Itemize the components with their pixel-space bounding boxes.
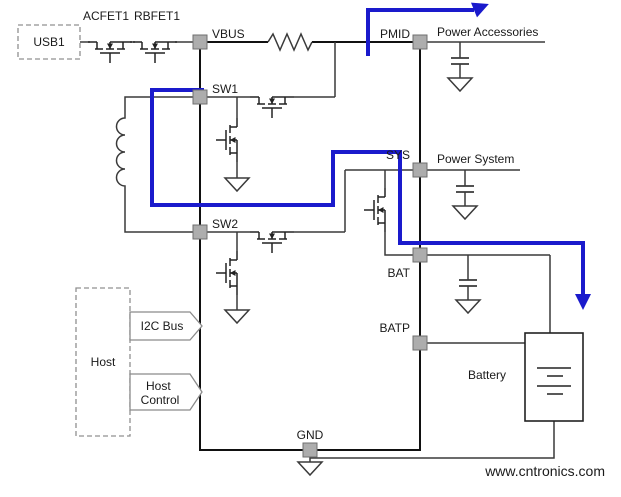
power-path-arrow-up-right-icon: [471, 2, 489, 18]
components: [87, 41, 584, 476]
pin-bat: [412, 247, 428, 263]
i2c-bus-tag: [129, 311, 203, 341]
power-path-arrow-down-icon: [575, 294, 591, 310]
pin-label-pmid: PMID: [380, 27, 410, 41]
ground-symbol-icon: [224, 309, 250, 324]
wire-sw1: [207, 42, 336, 98]
pin-sw2: [192, 224, 208, 240]
wire-pmid-output: [427, 41, 545, 78]
watermark-text: www.cntronics.com: [484, 463, 605, 479]
pin-sw1: [192, 89, 208, 105]
pin-label-sw2: SW2: [212, 217, 238, 231]
battery-cell: [524, 332, 584, 422]
boost-highside-mosfet-icon: [249, 231, 295, 254]
wire-battery-gnd-return: [309, 421, 555, 462]
power-path-charge-line: [150, 88, 585, 294]
power-system-label: Power System: [437, 152, 514, 166]
wire-batfet-to-bat: [384, 170, 413, 256]
pin-label-gnd: GND: [297, 428, 324, 442]
power-path-accessories-line: [366, 8, 474, 56]
batfet-mosfet-icon: [363, 187, 386, 233]
battery-label: Battery: [468, 368, 506, 382]
ground-symbol-icon: [447, 77, 473, 92]
boost-lowside-mosfet-icon: [215, 250, 238, 296]
host-label: Host: [91, 355, 116, 369]
host-control-label: Host Control: [141, 379, 180, 407]
battery-plates-icon: [537, 367, 571, 395]
buck-lowside-mosfet-icon: [215, 117, 238, 163]
external-blocks: [17, 24, 203, 437]
wire-bat-to-battery: [427, 254, 551, 333]
pin-pmid: [412, 34, 428, 50]
acfet-label: ACFET1: [83, 9, 129, 23]
pin-label-batp: BATP: [380, 321, 410, 335]
pin-batp: [412, 335, 428, 351]
ground-symbol-icon: [452, 205, 478, 220]
buck-highside-mosfet-icon: [249, 96, 295, 119]
acfet-mosfet-icon: [87, 41, 133, 64]
battery-box: [524, 332, 584, 422]
pin-label-sys: SYS: [386, 148, 410, 162]
rbfet-label: RBFET1: [134, 9, 180, 23]
power-path-highlight: [150, 2, 591, 310]
host-control-tag: [129, 373, 203, 411]
pin-gnd: [302, 442, 318, 458]
wire-sys-output: [427, 169, 520, 206]
pin-label-sw1: SW1: [212, 82, 238, 96]
pmid-capacitor-icon: [450, 57, 470, 65]
rbfet-mosfet-icon: [132, 41, 178, 64]
ground-symbol-icon: [297, 461, 323, 476]
ground-symbol-icon: [224, 177, 250, 192]
pin-label-vbus: VBUS: [212, 27, 245, 41]
labels: USB1 ACFET1 RBFET1 VBUS PMID SW1 SW2 SYS…: [33, 9, 605, 479]
host-box: [75, 287, 131, 437]
sys-capacitor-icon: [455, 185, 475, 193]
charger-ic-outline: [199, 41, 421, 451]
power-accessories-label: Power Accessories: [437, 25, 538, 39]
pin-vbus: [192, 34, 208, 50]
pin-sys: [412, 162, 428, 178]
ic-pins: [192, 34, 428, 458]
i2c-bus-label: I2C Bus: [141, 319, 184, 333]
pin-label-bat: BAT: [388, 266, 411, 280]
wire-nets: [80, 32, 555, 462]
usb-source-box: [17, 24, 81, 60]
wire-sw2-to-sys: [207, 169, 413, 233]
ground-symbol-icon: [455, 299, 481, 314]
bat-capacitor-icon: [458, 279, 478, 287]
usb-label: USB1: [33, 35, 65, 49]
inductor-sw1-sw2: [115, 96, 193, 233]
resistor-vbus-pmid: [267, 32, 313, 52]
